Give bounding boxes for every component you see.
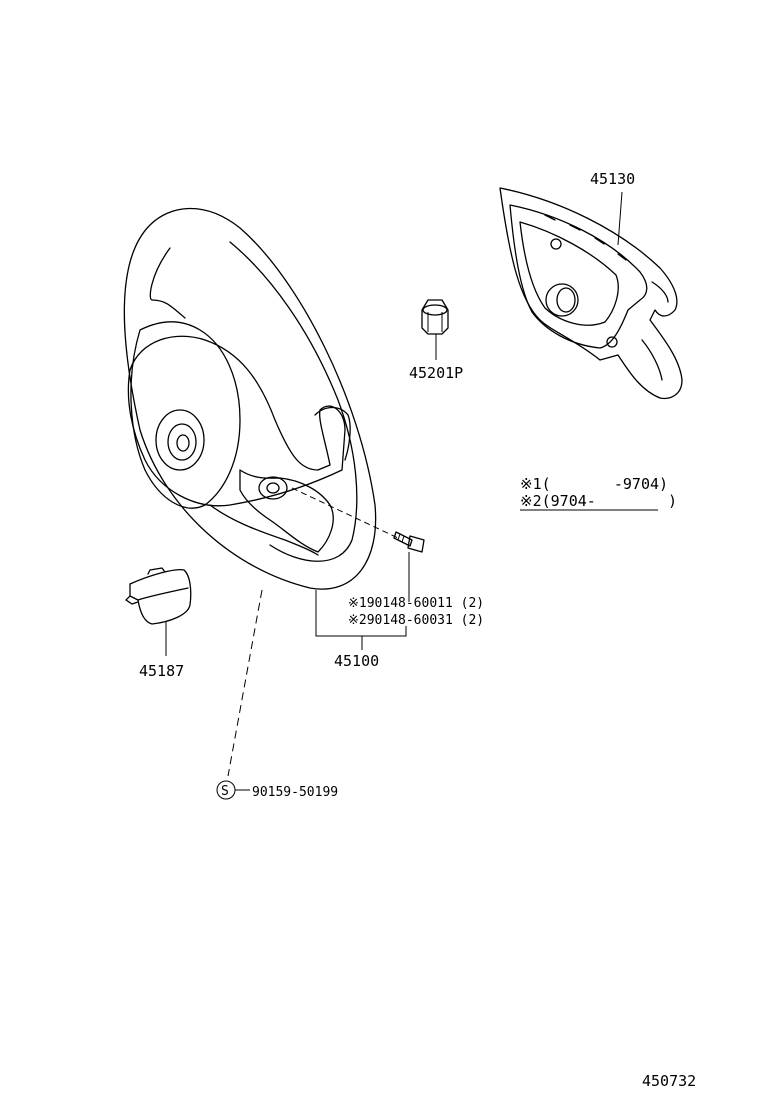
part-number-screw: 90159-50199 (252, 785, 338, 800)
part-number-bolt-2: ※290148-60031 (2) (348, 613, 484, 628)
nut-drawing (421, 299, 449, 335)
part-number-pad: 45130 (590, 170, 635, 188)
bolt-drawing (393, 531, 425, 553)
airbag-pad-drawing (499, 187, 683, 400)
leader-wheel-bracket (315, 590, 407, 637)
part-number-cover: 45187 (139, 662, 184, 680)
part-number-wheel: 45100 (334, 652, 379, 670)
legend-line-1: ※1( -9704) (520, 475, 668, 493)
diagram-number: 450732 (642, 1072, 696, 1090)
leader-screw-dashed (227, 589, 263, 777)
steering-wheel-drawing (123, 207, 377, 590)
screw-symbol-letter: S (221, 784, 229, 799)
legend-line-2: ※2(9704- ) (520, 492, 677, 510)
leader-bolt-dashed (291, 487, 399, 539)
part-number-bolt-1: ※190148-60011 (2) (348, 596, 484, 611)
cover-drawing (125, 567, 192, 625)
leader-pad (617, 191, 623, 246)
part-number-nut: 45201P (409, 364, 463, 382)
